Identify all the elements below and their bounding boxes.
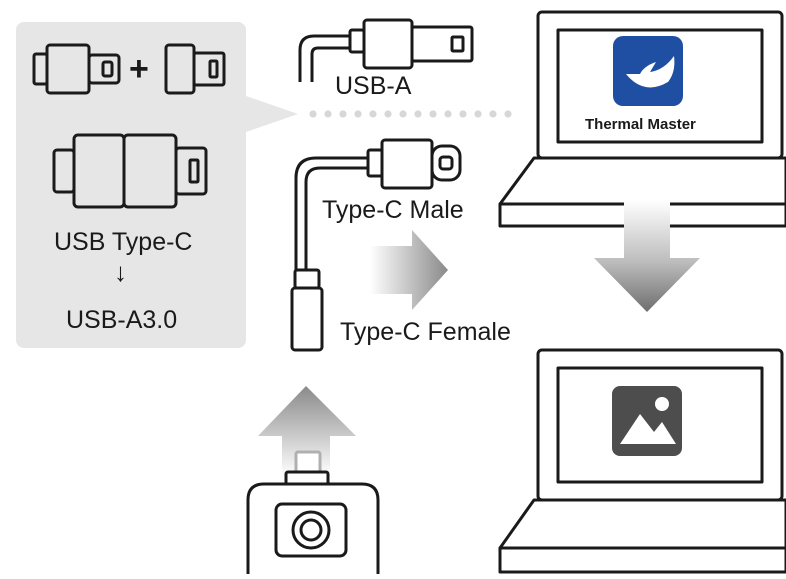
usb-a-plug-small-icon: [164, 43, 226, 95]
type-c-male-label: Type-C Male: [322, 196, 464, 224]
usb-a-label: USB-A: [335, 72, 412, 100]
type-c-female-label: Type-C Female: [340, 318, 511, 346]
image-icon: [612, 386, 682, 456]
dotted-separator: [309, 110, 512, 118]
from-connector-label: USB Type-C: [54, 228, 193, 256]
plus-sign: +: [129, 50, 149, 88]
app-name-label: Thermal Master: [585, 116, 696, 133]
to-connector-label: USB-A3.0: [66, 306, 178, 334]
thermal-camera-icon: [246, 450, 380, 574]
usb-a-cable-icon: [298, 18, 474, 82]
type-c-cable-icon: [290, 138, 462, 352]
laptop-bottom-icon: [498, 348, 786, 574]
adapter-large-icon: [52, 133, 208, 209]
adapter-small-icon: [32, 43, 121, 95]
arrow-right-icon: [370, 230, 448, 310]
arrow-up-icon: [258, 386, 356, 476]
arrow-down-icon: [594, 200, 700, 312]
conversion-arrow-icon: ↓: [114, 257, 127, 287]
thermal-master-logo-icon: [613, 36, 683, 106]
